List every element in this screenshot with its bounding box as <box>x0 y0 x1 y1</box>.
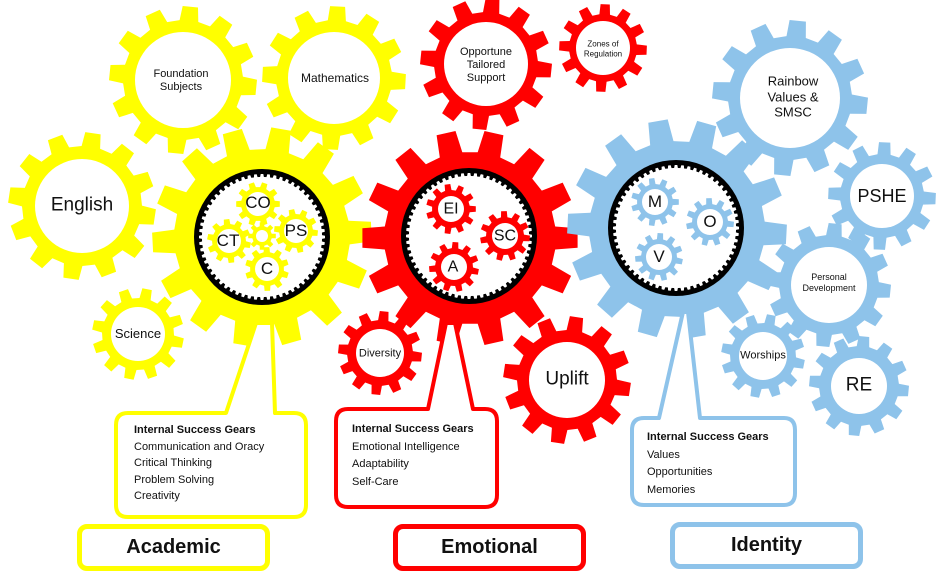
gear-uplift-hub <box>529 342 605 418</box>
gear-label-zones-of-regulation: Zones of Regulation <box>583 39 623 58</box>
emotional-callout-item: Emotional Intelligence <box>352 440 460 453</box>
gear-worships-hub <box>739 332 787 380</box>
gear-science-hub <box>111 307 165 361</box>
gear-label-worships: Worships <box>740 349 786 362</box>
gear-re-hub <box>831 358 887 414</box>
inner-gear-label-c: C <box>260 258 274 278</box>
gear-zones-of-regulation-hub <box>576 21 630 75</box>
gear-mathematics-hub <box>288 32 380 124</box>
inner-gear-label-ps: PS <box>284 220 308 240</box>
category-identity: Identity <box>670 522 863 569</box>
inner-gear-label-sc: SC <box>493 227 517 245</box>
identity-callout-title: Internal Success Gears <box>647 431 769 443</box>
inner-gear-co-hub <box>246 192 270 216</box>
gear-label-personal-development: Personal Development <box>802 272 856 293</box>
identity-callout-item: Opportunities <box>647 466 713 478</box>
identity-callout-box <box>630 310 797 507</box>
academic-callout-box <box>114 321 308 519</box>
category-emotional-label: Emotional <box>441 536 538 558</box>
identity-callout-item: Values <box>647 448 680 461</box>
academic-callout-item: Problem Solving <box>134 473 215 486</box>
category-identity-label: Identity <box>730 534 803 556</box>
emotional-callout-title: Internal Success Gears <box>352 423 474 435</box>
inner-gear-label-ei: EI <box>443 200 459 218</box>
academic-callout-item: Creativity <box>134 490 180 502</box>
academic-callout-title: Internal Success Gears <box>134 424 256 436</box>
inner-gear-label-a: A <box>447 258 459 276</box>
inner-gear-ei-hub <box>438 196 464 222</box>
inner-gear-m-hub <box>642 189 668 215</box>
gear-label-re: RE <box>845 374 873 396</box>
gear-opportune-tailored-support-hub <box>444 22 528 106</box>
academic-callout: Internal Success Gears Communication and… <box>134 422 264 505</box>
inner-gear-label-o: O <box>703 211 717 231</box>
inner-gear-label-ct: CT <box>216 230 240 250</box>
inner-gear-c-hub <box>255 257 279 281</box>
category-academic: Academic <box>77 524 270 571</box>
inner-gear-label-co: CO <box>245 192 271 212</box>
emotional-callout-item: Self-Care <box>352 475 399 488</box>
emotional-callout-box <box>334 321 499 509</box>
inner-gear-label-v: V <box>653 246 665 266</box>
inner-gear-ps-hub <box>284 219 308 243</box>
gear-label-rainbow-values-smsc: Rainbow Values & SMSC <box>767 73 819 120</box>
inner-gear-v-hub <box>646 244 672 270</box>
identity-callout: Internal Success Gears Values Opportunit… <box>647 429 769 499</box>
category-academic-label: Academic <box>126 536 221 558</box>
inner-gear-label-m: M <box>647 191 663 211</box>
gear-rainbow-values-smsc-hub <box>740 48 840 148</box>
gear-label-mathematics: Mathematics <box>300 70 370 85</box>
inner-gear-ct-hub <box>217 229 241 253</box>
gear-label-science: Science <box>114 326 162 342</box>
inner-gear-o-hub <box>697 209 723 235</box>
gear-personal-development-hub <box>791 247 867 323</box>
emotional-callout: Internal Success Gears Emotional Intelli… <box>352 421 474 491</box>
gear-label-english: English <box>50 194 114 216</box>
gear-label-diversity: Diversity <box>358 347 402 360</box>
academic-callout-item: Communication and Oracy <box>134 440 265 453</box>
category-emotional: Emotional <box>393 524 586 571</box>
gear-english-hub <box>35 159 129 253</box>
inner-gear-center-hub <box>256 230 268 242</box>
gear-diversity-hub <box>356 329 404 377</box>
gear-foundation-subjects-hub <box>135 32 231 128</box>
identity-callout-item: Memories <box>647 483 696 496</box>
emotional-callout-item: Adaptability <box>352 458 409 470</box>
academic-callout-item: Critical Thinking <box>134 457 213 469</box>
gear-label-opportune-tailored-support: Opportune Tailored Support <box>460 46 512 85</box>
inner-gear-a-hub <box>441 254 467 280</box>
gear-label-foundation-subjects: Foundation Subjects <box>153 67 209 93</box>
gear-pshe-hub <box>850 164 914 228</box>
gear-label-pshe: PSHE <box>857 186 907 207</box>
gear-label-uplift: Uplift <box>545 368 589 390</box>
inner-gear-sc-hub <box>492 223 518 249</box>
